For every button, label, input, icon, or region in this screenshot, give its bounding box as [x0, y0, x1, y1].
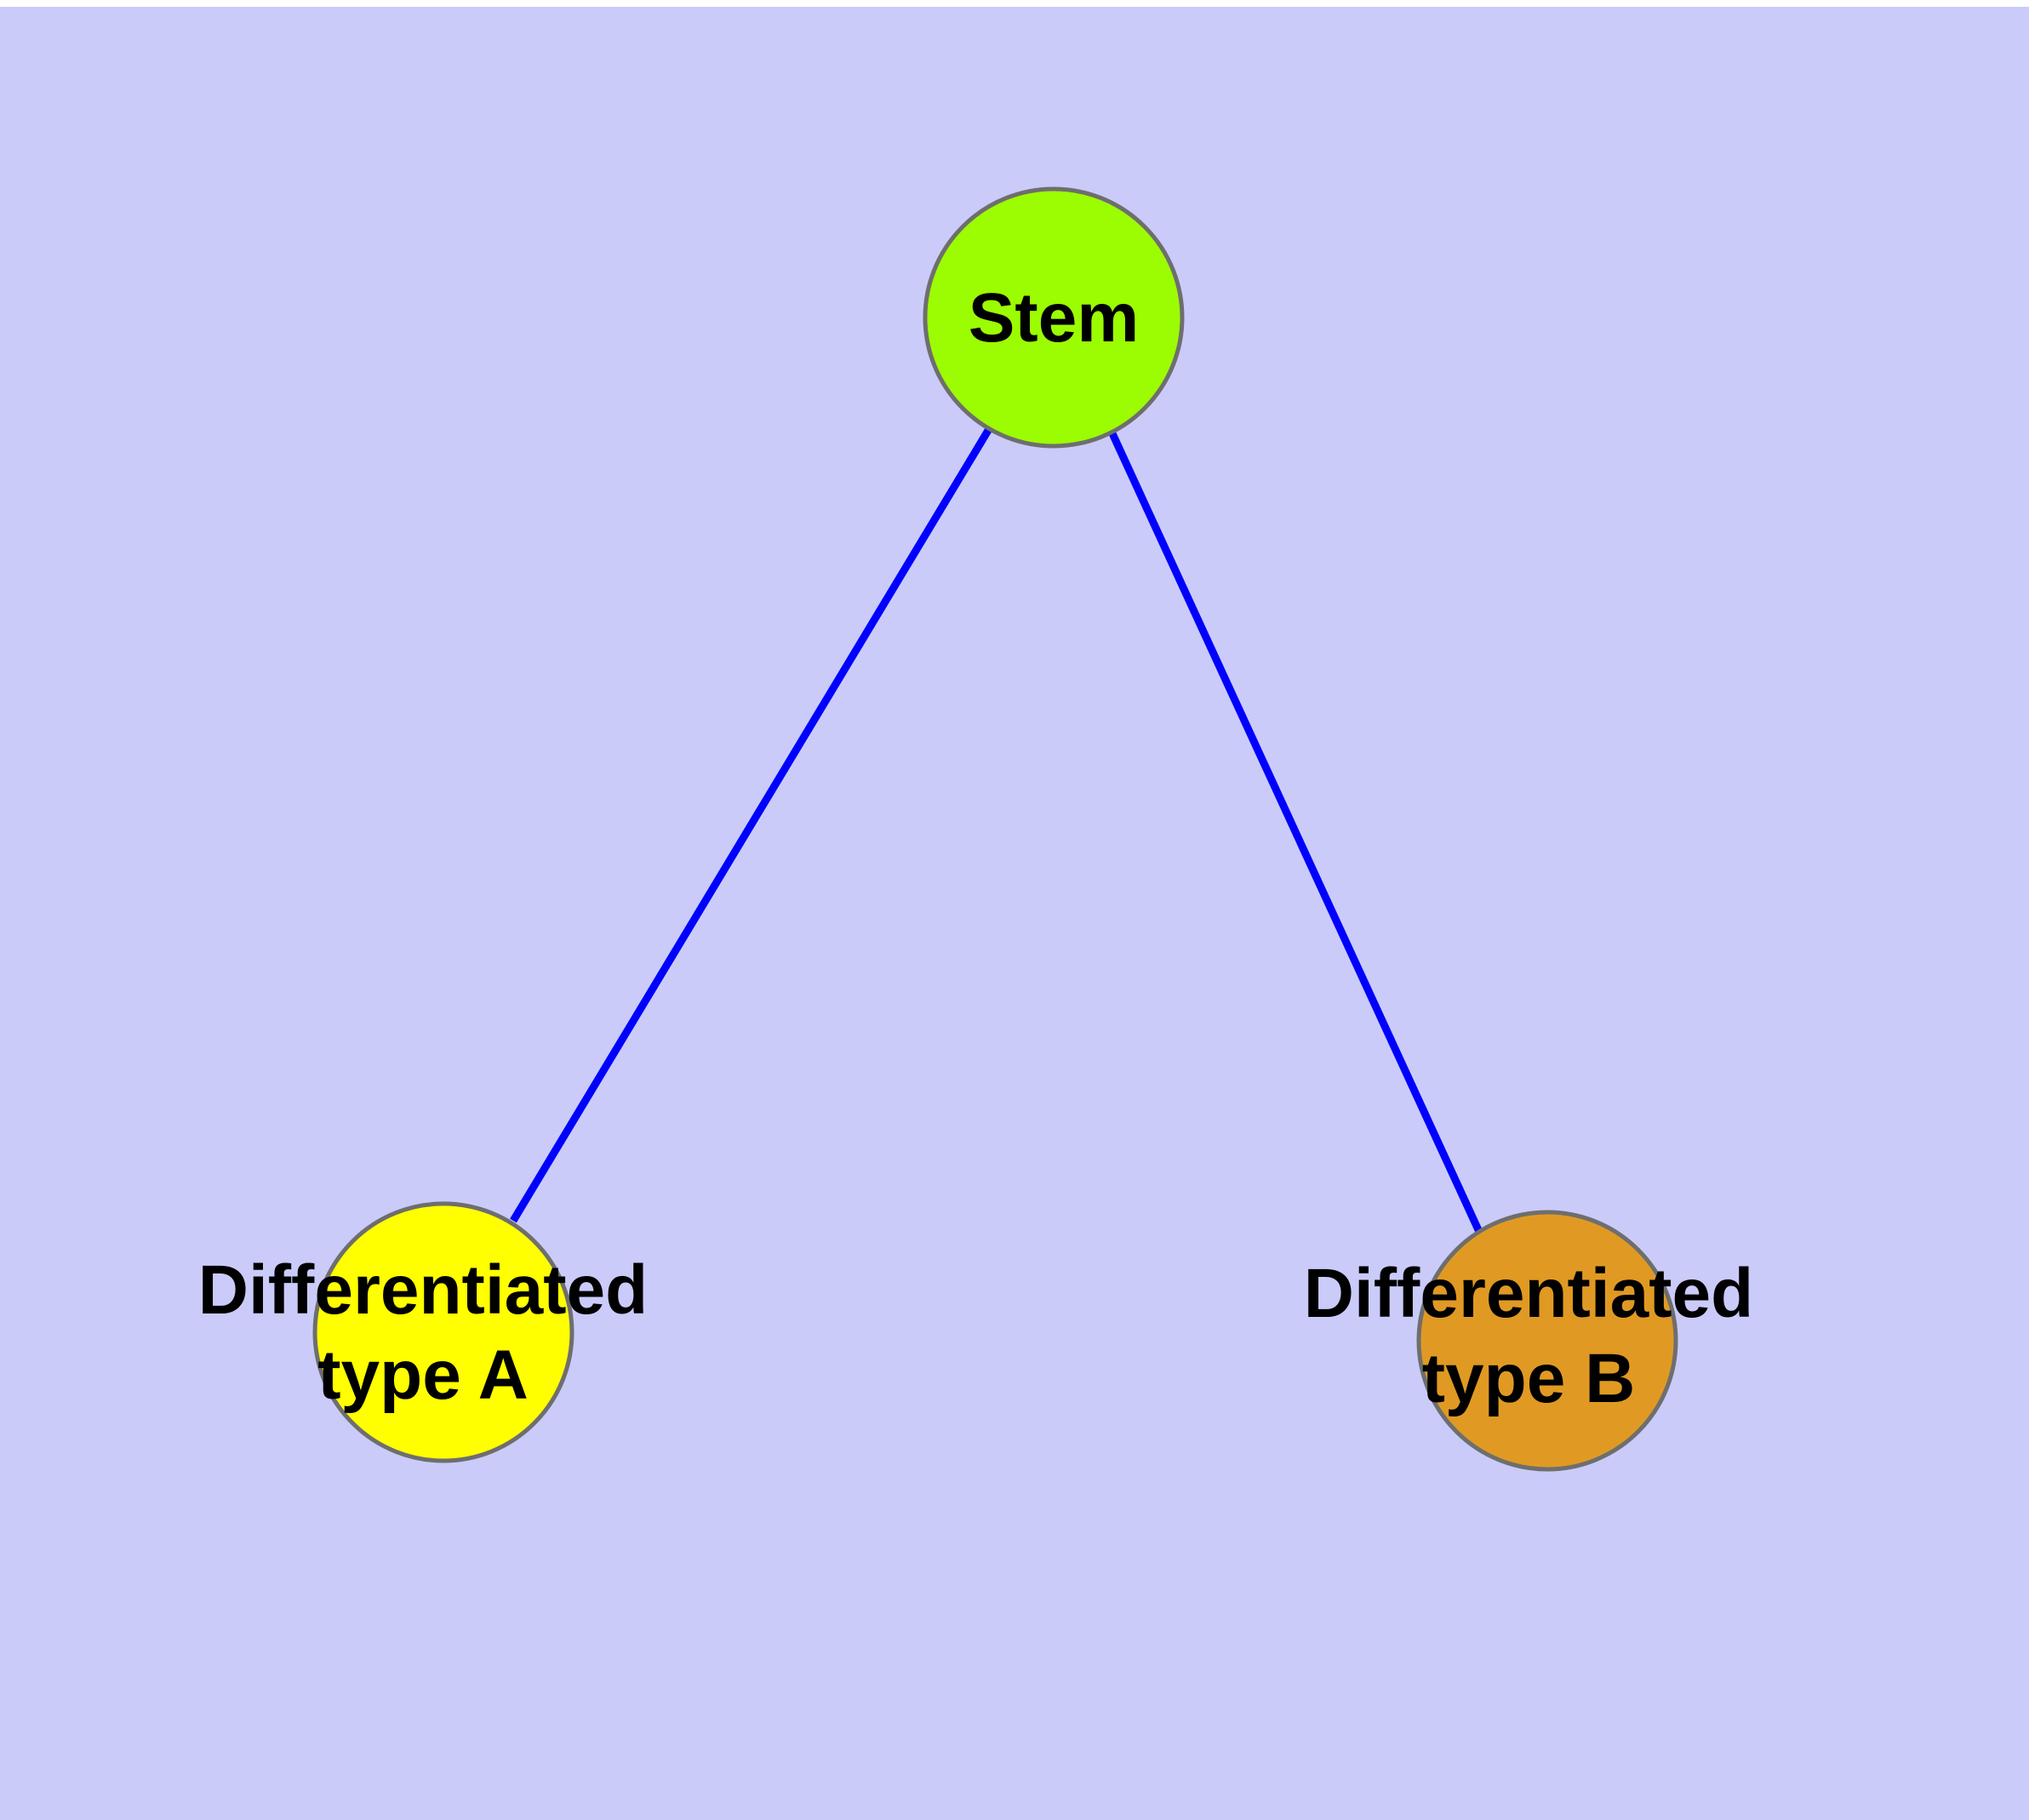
node-label-diff-b-line1: Differentiated [1304, 1255, 1754, 1332]
node-label-diff-a-line2: type A [317, 1336, 529, 1414]
node-circle-stem[interactable] [923, 186, 1185, 449]
node-circle-diff-a[interactable] [312, 1201, 574, 1463]
edge-stem-to-diff-b[interactable] [1107, 430, 1483, 1233]
edge-layer [510, 426, 1483, 1233]
edge-stem-to-diff-a[interactable] [510, 426, 992, 1223]
node-label-diff-a-line1: Differentiated [198, 1251, 649, 1329]
node-layer [312, 186, 1678, 1472]
node-circle-diff-b[interactable] [1416, 1210, 1678, 1472]
node-label-diff-b-line2: type B [1422, 1340, 1636, 1417]
label-layer: Stem Differentiated type A Differentiate… [198, 279, 1754, 1417]
node-label-stem: Stem [969, 279, 1140, 357]
